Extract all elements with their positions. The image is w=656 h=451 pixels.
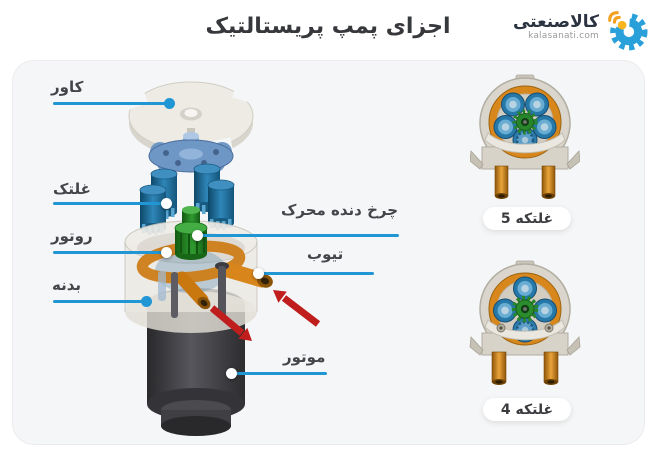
pump-head-4-rollers [469, 260, 581, 385]
leader-motor [226, 368, 327, 379]
site-logo: کالاصنعتی kalasanati.com [513, 5, 648, 51]
marker-dot-drive-gear [192, 230, 203, 241]
marker-dot-cover [164, 98, 175, 109]
head4-gear [511, 295, 539, 323]
page-title: اجزای پمپ پریستالتیک [205, 14, 452, 39]
flow-arrows [209, 290, 321, 341]
label-cover: کاور [51, 78, 84, 96]
marker-dot-tube [253, 268, 264, 279]
marker-dot-roller [161, 198, 172, 209]
label-rotor: روتور [51, 227, 93, 245]
gear-signal-icon [602, 5, 648, 51]
gear-icon [602, 5, 648, 51]
label-roller: غلتک [53, 180, 91, 198]
head5-tubes [494, 165, 556, 199]
logo-domain: kalasanati.com [528, 31, 599, 42]
head4-screws [496, 323, 554, 333]
head5-gear [512, 109, 538, 135]
label-drive-gear: چرخ دنده محرک [281, 201, 399, 219]
cover-part [122, 81, 260, 157]
pump-head-5-rollers [470, 74, 580, 199]
leader-cover [53, 98, 175, 109]
label-tube: تیوب [307, 245, 344, 263]
label-motor: موتور [283, 348, 326, 366]
leader-roller [53, 198, 172, 209]
leader-drive-gear [192, 230, 399, 241]
rotor-plate-part [148, 128, 234, 173]
label-body: بدنه [52, 276, 82, 294]
logo-text: کالاصنعتی kalasanati.com [512, 12, 599, 42]
badge-four-rollers: 4 غلتکه [483, 398, 571, 421]
badge-five-rollers: 5 غلتکه [483, 207, 571, 230]
head4-tubes [491, 351, 559, 385]
diagram-panel: کاور غلتک روتور بدنه چرخ دنده محرک تیوب … [12, 60, 645, 445]
leader-rotor [53, 247, 172, 258]
leader-body [53, 296, 152, 307]
head4-rollers [493, 276, 557, 343]
marker-dot-rotor [161, 247, 172, 258]
leader-tube [253, 268, 374, 279]
marker-dot-body [141, 296, 152, 307]
logo-brand-name: کالاصنعتی [512, 12, 599, 33]
marker-dot-motor [226, 368, 237, 379]
fastener-posts [158, 262, 229, 318]
signal-waves-icon [608, 11, 621, 24]
